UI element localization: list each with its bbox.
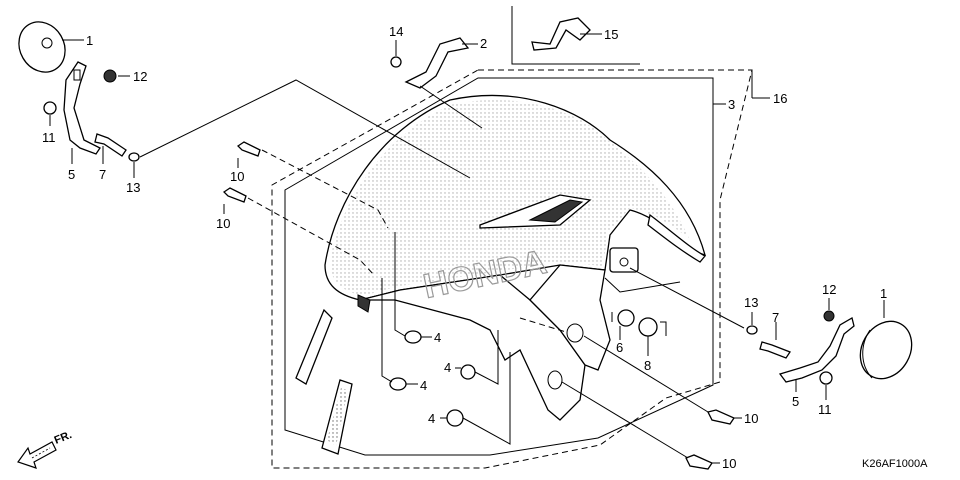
- callout-3: 3: [728, 97, 735, 112]
- assembly-16-outline: [271, 69, 753, 469]
- callout-15: 15: [604, 27, 618, 42]
- stay-left: [63, 61, 101, 155]
- reflector-left: [18, 21, 66, 73]
- fender-shaded-area: [330, 100, 690, 296]
- reflector-right: [859, 320, 913, 380]
- leader-lines: [49, 33, 885, 464]
- washer-13-left: [128, 152, 140, 162]
- mount-hole-right: [619, 257, 629, 267]
- callout-1-left: 1: [86, 33, 93, 48]
- callout-14: 14: [389, 24, 403, 39]
- bolt-10-b: [222, 187, 247, 203]
- fender-right-stay: [529, 264, 611, 371]
- callout-13-left: 13: [126, 180, 140, 195]
- inset-box: [511, 6, 640, 65]
- bolt-10-d: [685, 454, 713, 470]
- callout-10-c: 10: [744, 411, 758, 426]
- collar-6: [617, 309, 635, 327]
- callout-16: 16: [773, 91, 787, 106]
- callout-7-left: 7: [99, 167, 106, 182]
- callout-1-right: 1: [880, 286, 887, 301]
- callout-4-a: 4: [434, 330, 441, 345]
- callout-10-a: 10: [230, 169, 244, 184]
- nut-12-left: [103, 69, 117, 83]
- fender-tip-edge: [647, 213, 707, 263]
- side-panel-strip: [295, 308, 333, 385]
- nut-11-left: [43, 101, 57, 115]
- washer-13-right: [746, 325, 758, 335]
- callout-2: 2: [480, 36, 487, 51]
- grommet-4-a: [404, 330, 422, 344]
- callout-4-c: 4: [444, 360, 451, 375]
- grommet-4-d: [446, 409, 464, 427]
- direction-label: FR.: [53, 429, 74, 447]
- callout-5-left: 5: [68, 167, 75, 182]
- stay-right: [778, 317, 855, 383]
- clip-15: [531, 17, 591, 51]
- bolt-10-a: [236, 141, 261, 157]
- callout-12-left: 12: [133, 69, 147, 84]
- assembly-3-outline: [284, 77, 714, 456]
- bolt-7-left: [94, 133, 127, 157]
- grommet-4-b: [389, 377, 407, 391]
- callout-11-right: 11: [818, 402, 832, 417]
- grommet-4-c: [460, 364, 476, 380]
- mount-hole-lower-2: [547, 370, 563, 390]
- front-direction-arrow: FR.: [17, 429, 74, 469]
- diagram-code: K26AF1000A: [862, 458, 928, 470]
- callout-10-b: 10: [216, 216, 230, 231]
- bolt-10-c: [707, 409, 735, 425]
- callout-11-left: 11: [42, 130, 56, 145]
- bolt-7-right: [759, 341, 791, 359]
- nut-11-right: [819, 371, 833, 385]
- reflector-right-rim: [862, 329, 873, 379]
- callout-10-d: 10: [722, 456, 736, 471]
- callout-4-d: 4: [428, 411, 435, 426]
- nut-14: [390, 56, 402, 68]
- fender-left-tab: [357, 294, 371, 313]
- callout-7-right: 7: [772, 310, 779, 325]
- collar-8: [638, 317, 658, 337]
- nut-12-right: [823, 310, 835, 322]
- callout-12-right: 12: [822, 282, 836, 297]
- fender-vent-inner: [528, 199, 584, 223]
- fender-lower-stay: [359, 274, 586, 421]
- callout-8: 8: [644, 358, 651, 373]
- callout-13-right: 13: [744, 295, 758, 310]
- callout-5-right: 5: [792, 394, 799, 409]
- side-panel-emblem-fill: [327, 388, 348, 446]
- callout-4-b: 4: [420, 378, 427, 393]
- reflector-left-center: [41, 37, 53, 49]
- bracket-2: [404, 37, 470, 89]
- stay-left-slot: [73, 69, 81, 81]
- callout-6: 6: [616, 340, 623, 355]
- mount-hole-lower-1: [566, 323, 584, 343]
